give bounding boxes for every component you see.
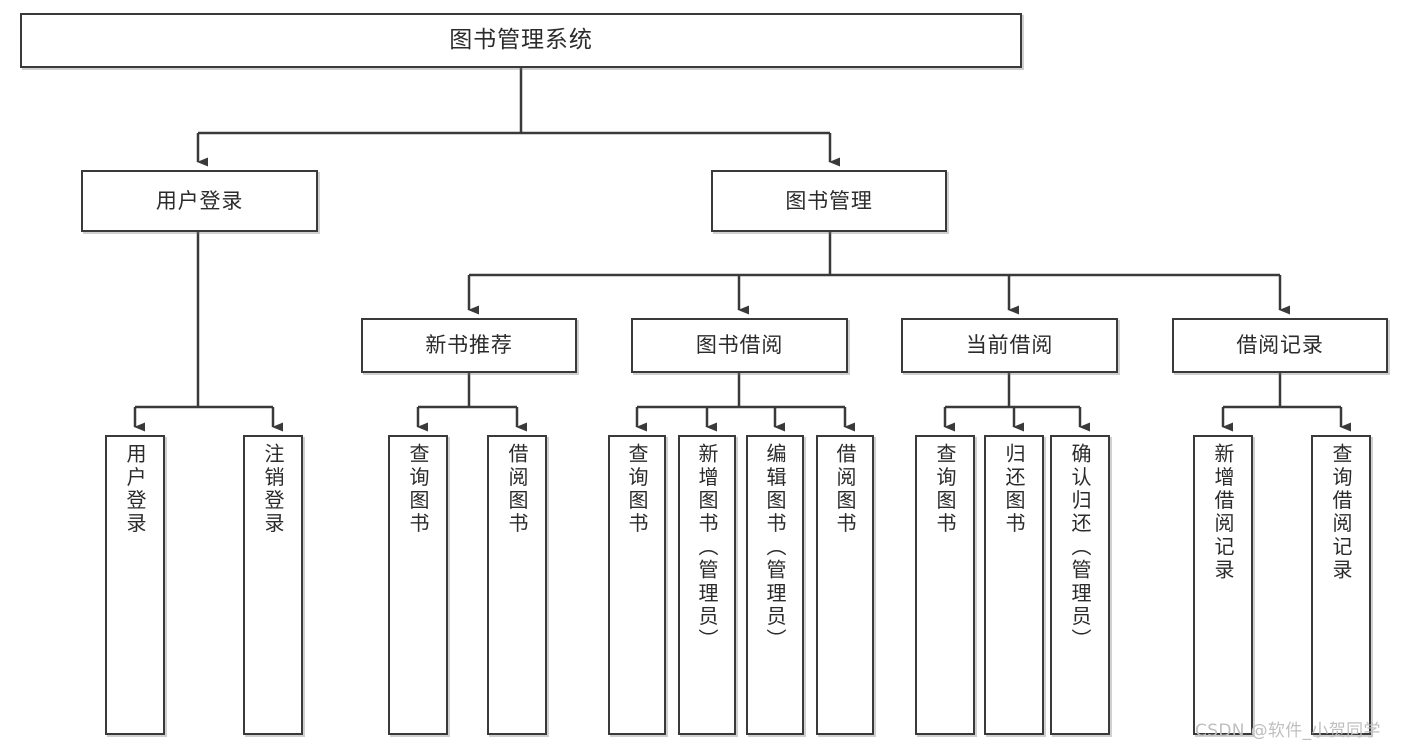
node-book-manage-label: 图书管理 [785, 188, 873, 213]
node-leaf-confirm-return[interactable]: 确认归还（管理员） [1050, 435, 1110, 735]
node-leaf-user-logout[interactable]: 注销登录 [243, 435, 303, 735]
node-current-borrow-label: 当前借阅 [965, 333, 1054, 358]
csdn-watermark: CSDN @软件_小贺同学 [1195, 721, 1381, 741]
node-leaf-confirm-return-label: 确认归还（管理员） [1068, 443, 1092, 652]
node-leaf-query-book-3[interactable]: 查询图书 [915, 435, 975, 735]
node-leaf-edit-book[interactable]: 编辑图书（管理员） [746, 435, 804, 735]
node-leaf-borrow-book-2-label: 借阅图书 [833, 443, 857, 536]
node-leaf-return-book[interactable]: 归还图书 [984, 435, 1044, 735]
node-leaf-add-book[interactable]: 新增图书（管理员） [678, 435, 736, 735]
node-user-login-label: 用户登录 [155, 188, 244, 213]
node-leaf-query-book-2-label: 查询图书 [625, 443, 649, 536]
node-leaf-query-book-3-label: 查询图书 [933, 443, 957, 536]
node-current-borrow[interactable]: 当前借阅 [901, 318, 1118, 373]
node-root-label: 图书管理系统 [449, 26, 593, 53]
node-book-manage[interactable]: 图书管理 [711, 170, 947, 232]
node-leaf-user-login[interactable]: 用户登录 [105, 435, 165, 735]
node-root[interactable]: 图书管理系统 [20, 13, 1022, 68]
node-borrow-record[interactable]: 借阅记录 [1172, 318, 1388, 373]
node-leaf-query-book-1-label: 查询图书 [406, 443, 430, 536]
node-leaf-borrow-book-1-label: 借阅图书 [505, 443, 529, 536]
node-leaf-return-book-label: 归还图书 [1002, 443, 1026, 536]
node-book-borrow-label: 图书借阅 [695, 333, 784, 358]
node-new-book-recommend-label: 新书推荐 [425, 333, 513, 358]
node-leaf-user-login-label: 用户登录 [123, 443, 147, 536]
node-leaf-add-record[interactable]: 新增借阅记录 [1193, 435, 1253, 735]
node-user-login[interactable]: 用户登录 [81, 170, 318, 232]
node-leaf-add-book-label: 新增图书（管理员） [695, 443, 719, 652]
node-leaf-edit-book-label: 编辑图书（管理员） [763, 443, 787, 652]
node-leaf-borrow-book-2[interactable]: 借阅图书 [816, 435, 874, 735]
node-new-book-recommend[interactable]: 新书推荐 [361, 318, 577, 373]
node-leaf-query-book-2[interactable]: 查询图书 [608, 435, 666, 735]
node-leaf-user-logout-label: 注销登录 [261, 443, 285, 536]
node-leaf-query-record-label: 查询借阅记录 [1329, 443, 1353, 583]
node-leaf-query-book-1[interactable]: 查询图书 [388, 435, 448, 735]
node-leaf-borrow-book-1[interactable]: 借阅图书 [487, 435, 547, 735]
node-book-borrow[interactable]: 图书借阅 [631, 318, 848, 373]
node-leaf-query-record[interactable]: 查询借阅记录 [1311, 435, 1371, 735]
node-borrow-record-label: 借阅记录 [1236, 333, 1324, 358]
node-leaf-add-record-label: 新增借阅记录 [1211, 443, 1235, 583]
